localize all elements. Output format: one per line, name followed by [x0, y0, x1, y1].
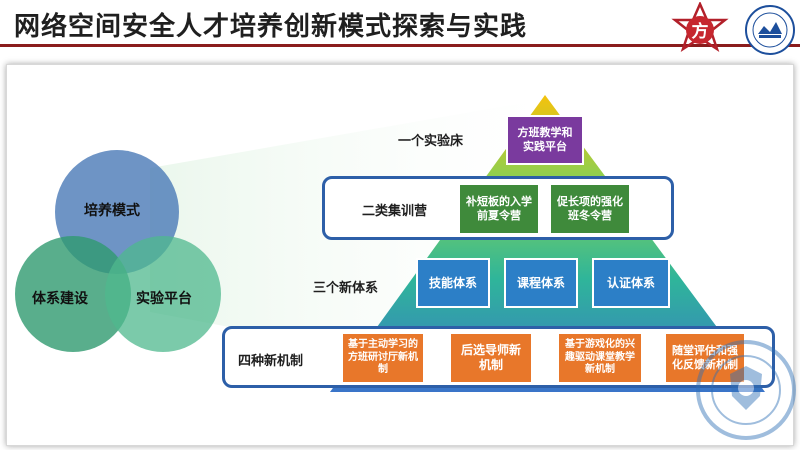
level-label-3: 三个新体系: [313, 281, 379, 296]
university-seal-icon: [744, 4, 796, 56]
venn-circle-platform: [105, 236, 221, 352]
pyramid-item-winter-camp: 促长项的强化班冬令营: [549, 183, 631, 235]
pyramid-item-certification: 认证体系: [592, 258, 670, 308]
level-label-2: 二类集训营: [362, 204, 428, 219]
pyramid-item-feedback: 随堂评估和强化反馈新机制: [664, 332, 746, 384]
pyramid-item-seminar: 基于主动学习的方班研讨厅新机制: [341, 332, 425, 384]
title-rule: [0, 44, 800, 47]
level-label-4: 四种新机制: [238, 354, 304, 369]
pyramid-item-curriculum: 课程体系: [504, 258, 578, 308]
venn-circle-system: [15, 236, 131, 352]
pyramid-item-mentor: 后选导师新机制: [449, 332, 533, 384]
watermark-seal-icon: [694, 338, 798, 442]
svg-text:方: 方: [692, 21, 709, 42]
venn-label-platform: 实验平台: [136, 291, 192, 307]
pyramid-item-gamified: 基于游戏化的兴趣驱动课堂教学新机制: [557, 332, 643, 384]
pyramid-shape: [330, 95, 765, 392]
fang-logo-icon: 方: [668, 0, 732, 60]
venn-label-cultivation: 培养模式: [84, 203, 140, 219]
slide-title: 网络空间安全人才培养创新模式探索与实践: [14, 12, 528, 42]
pyramid-item-platform: 方班教学和实践平台: [506, 115, 584, 165]
level-label-1: 一个实验床: [398, 134, 464, 149]
venn-label-system: 体系建设: [32, 291, 88, 307]
pyramid-item-skills: 技能体系: [416, 258, 490, 308]
pyramid-item-summer-camp: 补短板的入学前夏令营: [458, 183, 540, 235]
